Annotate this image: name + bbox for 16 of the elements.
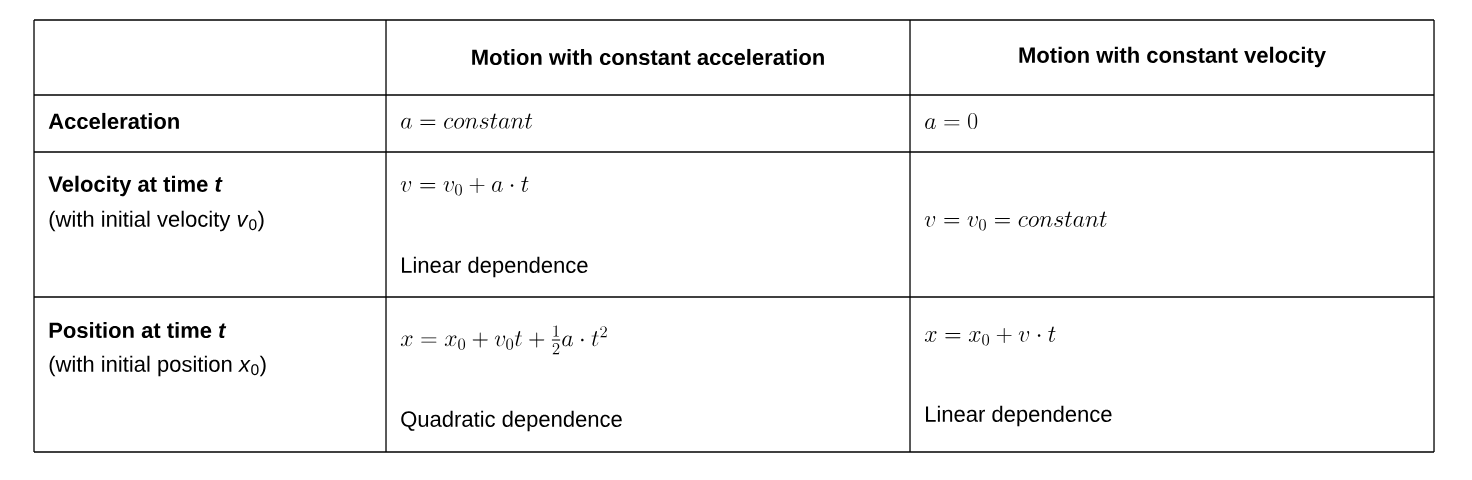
- formula: $a = 0$: [925, 112, 978, 130]
- formula: $x = x_0 + v_0 t + \tfrac{1}{2} a \cdot t^2$: [400, 325, 607, 355]
- formula: $v = v_0 = constant$: [924, 211, 1107, 231]
- cell-text: Linear dependence: [402, 256, 588, 278]
- row-heading: Velocity at time t: [48, 175, 223, 197]
- cell-text: (with initial velocity v$_{0}$): [49, 210, 264, 232]
- column-heading: Motion with constant velocity: [1019, 46, 1326, 68]
- cell-text: Quadratic dependence: [401, 410, 622, 432]
- formula: $a = constant$: [401, 113, 533, 129]
- row-heading: Acceleration: [48, 112, 179, 130]
- column-heading: Motion with constant acceleration: [472, 48, 824, 66]
- formula: $x = x_0 + v \cdot t$: [924, 326, 1056, 346]
- cell-text: (with initial position x$_{0}$): [49, 355, 266, 377]
- row-heading: Position at time t: [49, 321, 227, 339]
- formula: $v = v_0 + a \cdot t$: [400, 176, 529, 196]
- cell-text: Linear dependence: [926, 405, 1112, 427]
